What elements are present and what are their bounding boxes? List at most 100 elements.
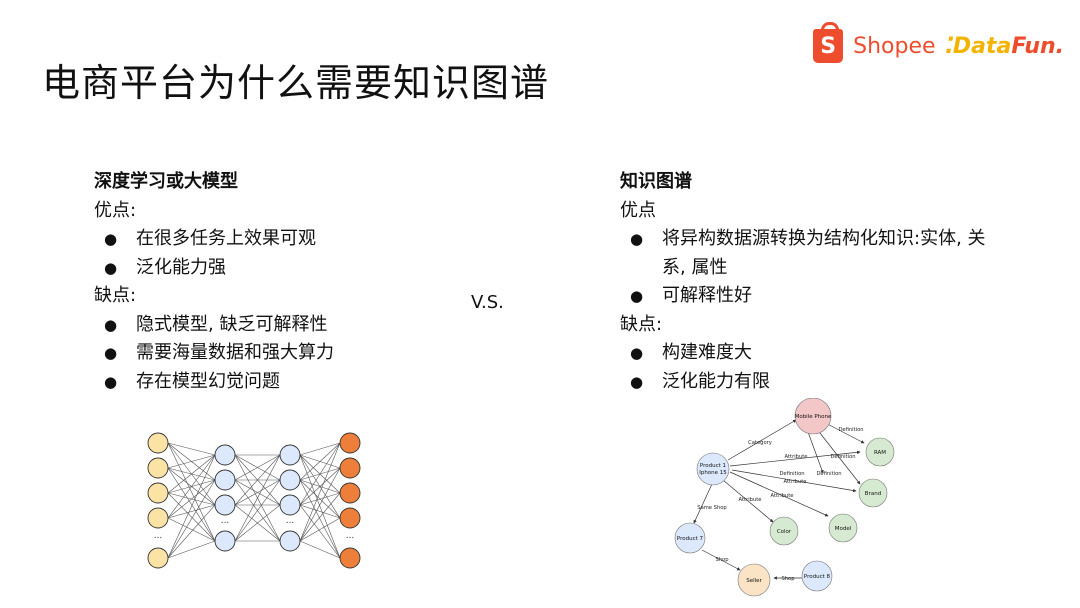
nn-edge (167, 442, 216, 456)
nn-edge (167, 540, 216, 559)
nn-node (279, 469, 301, 491)
nn-node (279, 530, 301, 552)
nn-edge (299, 442, 341, 506)
nn-edge (299, 504, 341, 519)
shopee-logo: Shopee (853, 33, 936, 59)
node-brand (858, 478, 888, 508)
edge-label: Definition (838, 427, 863, 433)
nn-node (214, 469, 236, 491)
kg-edge (722, 479, 774, 523)
list-item: 可解释性好 (620, 282, 1000, 311)
node-label: Color (777, 529, 792, 535)
edge-label: Attribute (771, 493, 794, 499)
nn-node (339, 547, 361, 569)
nn-nodes: ............ (147, 432, 361, 569)
nn-node (214, 530, 236, 552)
page-title: 电商平台为什么需要知识图谱 (42, 61, 550, 105)
kg-edge (731, 469, 857, 493)
nn-edge (234, 479, 281, 506)
nn-edge (299, 467, 341, 542)
nn-edge (167, 504, 216, 559)
versus-label: V.S. (471, 292, 504, 313)
nn-edge (234, 454, 281, 481)
nn-edge (167, 504, 216, 519)
edge-label: Definition (779, 471, 804, 477)
nn-edge (299, 517, 341, 542)
nn-ellipsis: ... (221, 516, 230, 526)
kg-edge (729, 471, 829, 517)
nn-node (147, 482, 169, 504)
nn-edge (234, 454, 281, 506)
nn-edge (299, 442, 341, 481)
knowledge-graph-heading: 知识图谱 (620, 171, 692, 192)
nn-node (339, 457, 361, 479)
edge-label: Attribute (739, 497, 762, 503)
list-item: 泛化能力强 (94, 254, 434, 283)
list-item: 泛化能力有限 (620, 368, 1000, 397)
pros-list: 将异构数据源转换为结构化知识:实体, 关系, 属性 可解释性好 (620, 225, 1000, 311)
shopee-bag-icon: S (813, 22, 844, 63)
edge-label: Attribute (784, 479, 807, 485)
nn-edge (299, 540, 341, 559)
node-product-7 (674, 522, 706, 554)
node-seller (737, 563, 771, 597)
edge-label: Category (748, 440, 772, 446)
nn-edge (167, 479, 216, 519)
nn-node (147, 457, 169, 479)
nn-edge (167, 442, 216, 542)
nn-edge (167, 454, 216, 494)
neural-network-diagram: ............ (147, 432, 361, 569)
edge-label: Definition (816, 471, 841, 477)
edge-label: Attribute (785, 454, 808, 460)
node-label: Iphone 15 (699, 470, 727, 476)
nn-edge (299, 492, 341, 506)
node-label: Product 8 (804, 574, 831, 580)
nn-edge (234, 504, 281, 542)
nn-edge (167, 454, 216, 559)
nn-edge (234, 454, 281, 542)
node-label: Mobile Phone (795, 414, 832, 420)
edge-label: Same Shop (697, 505, 727, 511)
cons-list: 隐式模型, 缺乏可解释性 需要海量数据和强大算力 存在模型幻觉问题 (94, 311, 434, 397)
node-label: Brand (865, 491, 881, 497)
nn-edge (299, 442, 341, 456)
nn-node (147, 507, 169, 529)
edge-label: Shop (715, 557, 729, 563)
nn-edge (167, 492, 216, 542)
deep-learning-heading: 深度学习或大模型 (94, 171, 238, 192)
kg-edge (693, 483, 713, 524)
node-model (828, 513, 858, 543)
node-product-1 (696, 452, 730, 486)
node-label: Product 7 (677, 536, 704, 542)
kg-edge (727, 419, 797, 461)
kg-edge (807, 431, 824, 474)
list-item: 构建难度大 (620, 339, 1000, 368)
kg-edge (729, 450, 861, 467)
edge-label: Shop (781, 576, 795, 582)
list-item: 隐式模型, 缺乏可解释性 (94, 311, 434, 340)
nn-edge (167, 454, 216, 519)
nn-edges (167, 442, 341, 559)
nn-edge (299, 442, 341, 542)
edge-label: Definition (830, 454, 855, 460)
list-item: 需要海量数据和强大算力 (94, 339, 434, 368)
logos: S Shopee ⁚DataFun. (813, 22, 1064, 66)
knowledge-graph-column: 知识图谱 优点 将异构数据源转换为结构化知识:实体, 关系, 属性 可解释性好 … (620, 168, 1000, 396)
node-label: Model (835, 526, 852, 532)
nn-edge (299, 504, 341, 559)
pros-list: 在很多任务上效果可观 泛化能力强 (94, 225, 434, 282)
nn-ellipsis: ... (346, 531, 355, 541)
cons-list: 构建难度大 泛化能力有限 (620, 339, 1000, 396)
knowledge-graph-diagram: Definition Category Attribute Definition… (674, 398, 895, 597)
nn-node (339, 432, 361, 454)
cons-label: 缺点: (94, 285, 137, 306)
nn-edge (167, 517, 216, 542)
list-item: 存在模型幻觉问题 (94, 368, 434, 397)
node-ram (865, 437, 895, 467)
nn-node (279, 444, 301, 466)
pros-label: 优点 (620, 199, 656, 221)
nn-edge (299, 467, 341, 506)
nn-node (214, 444, 236, 466)
node-product-8 (801, 560, 833, 592)
nn-edge (167, 467, 216, 542)
